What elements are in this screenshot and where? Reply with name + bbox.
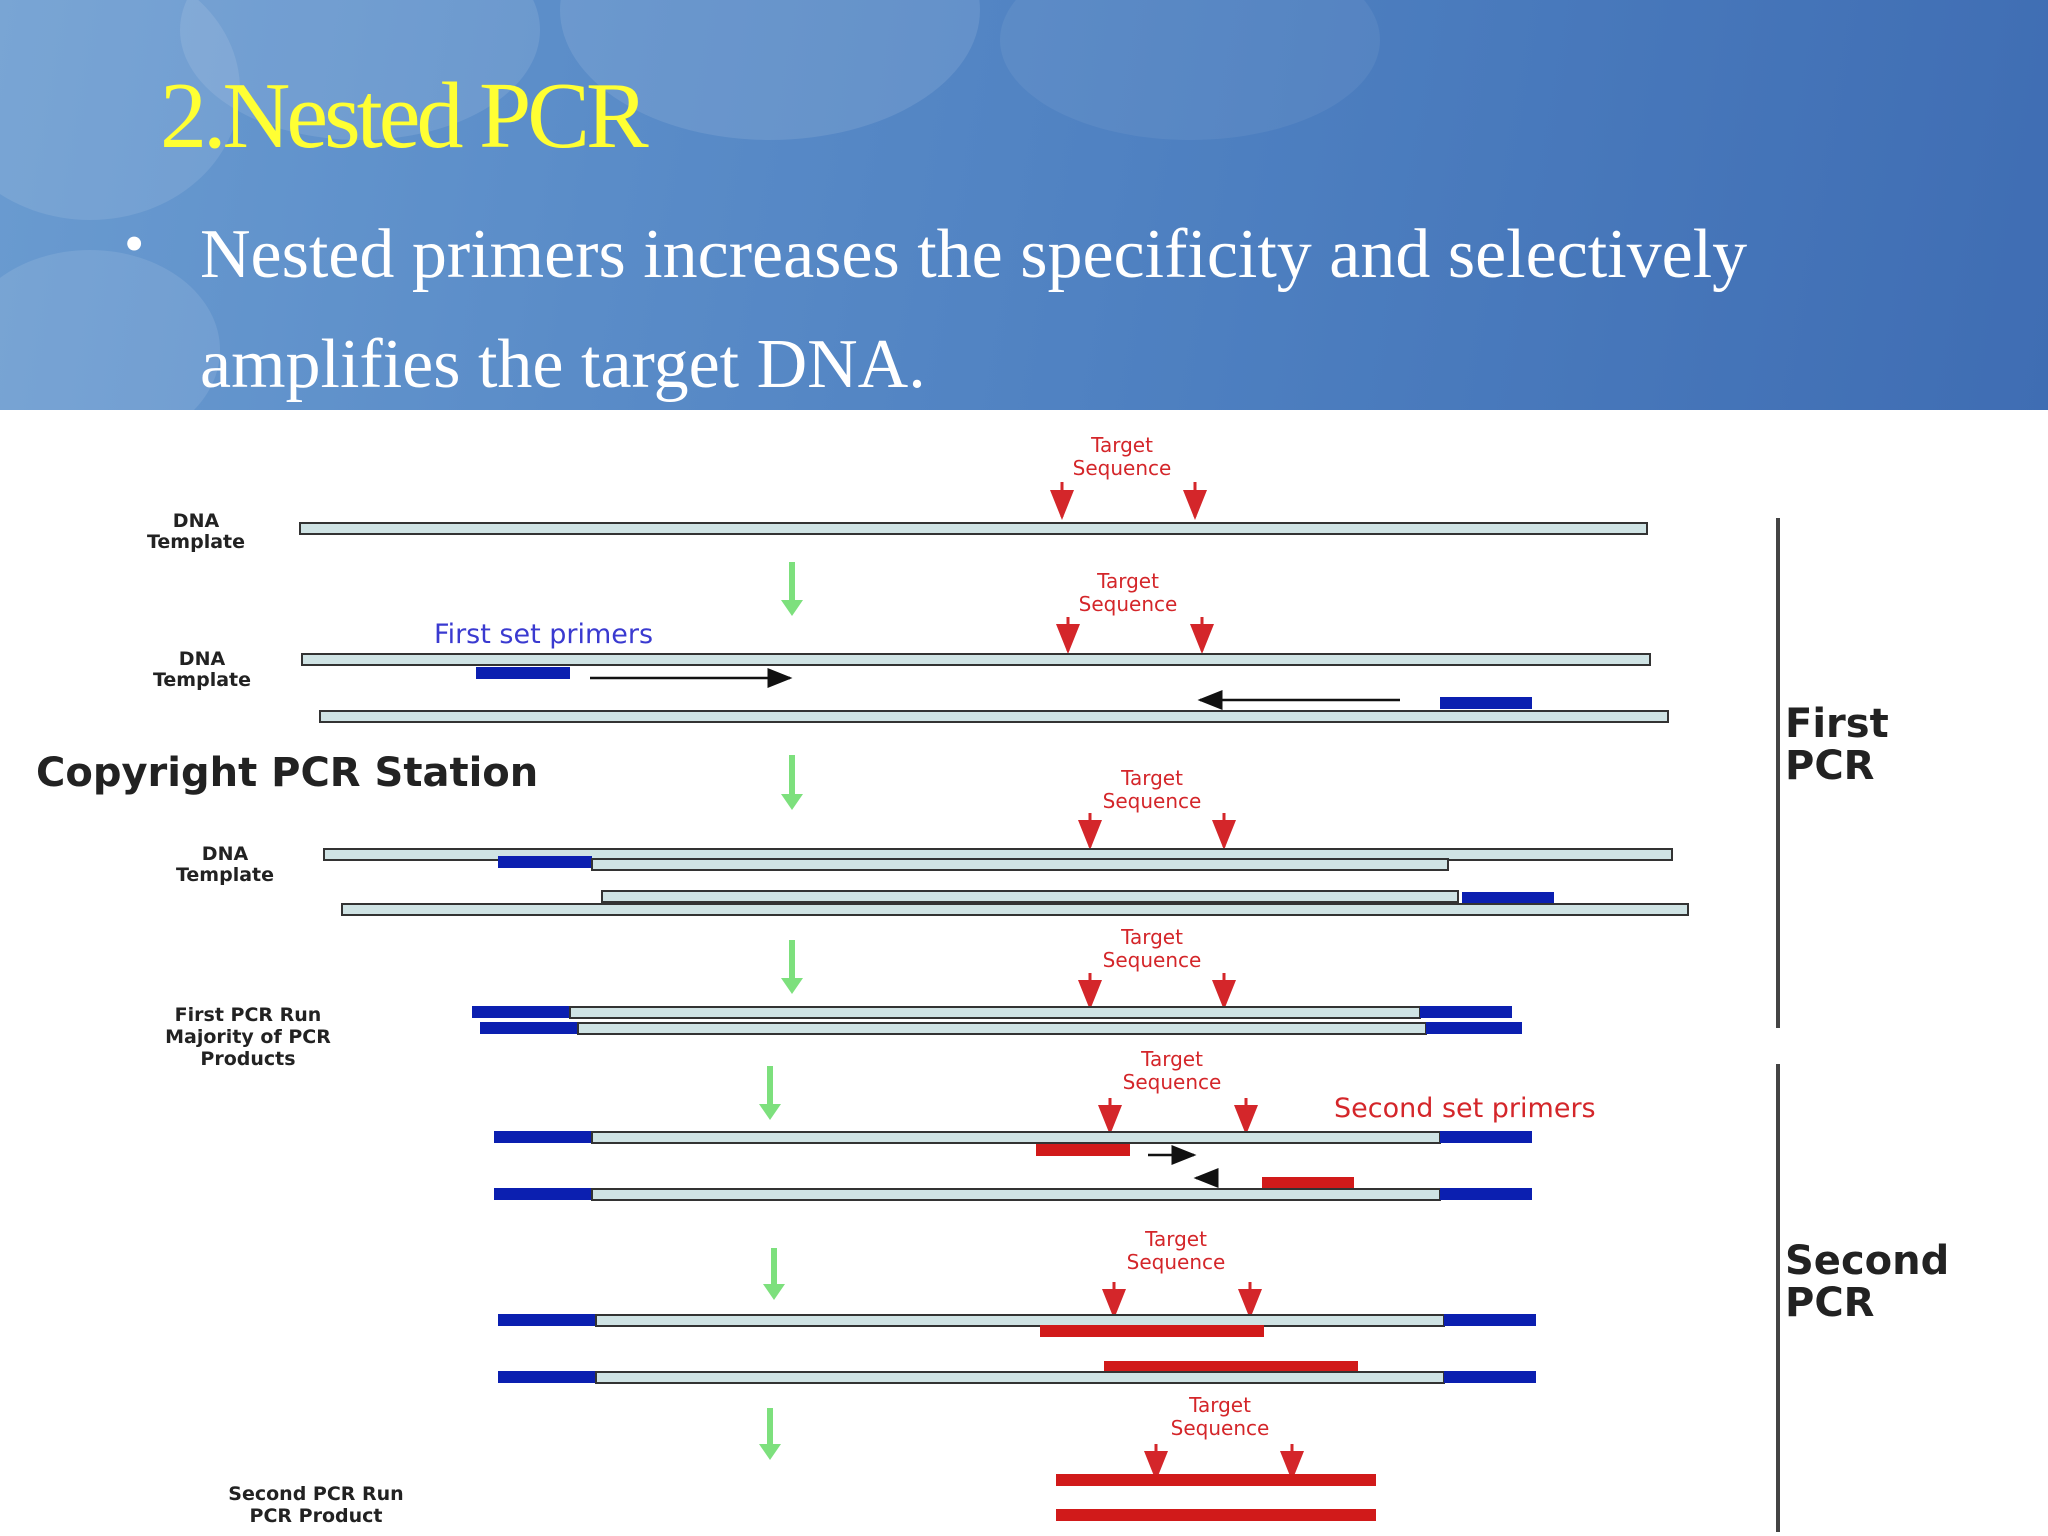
- step-arrow-head: [763, 1284, 785, 1300]
- outer-primer-segment: [1440, 1131, 1532, 1143]
- step-arrow-head: [759, 1444, 781, 1460]
- target-sequence-label: Target: [1096, 569, 1159, 593]
- first-run-label: Majority of PCR: [165, 1026, 331, 1048]
- first-pcr-section-label: First: [1785, 701, 1889, 747]
- first-pcr-section-label: PCR: [1785, 743, 1874, 789]
- target-sequence-label: Target: [1140, 1047, 1203, 1071]
- outer-primer-segment: [1444, 1314, 1536, 1326]
- step-arrow-head: [781, 794, 803, 810]
- outer-primer-segment: [480, 1022, 578, 1034]
- inner-primer-segment: [1040, 1325, 1264, 1337]
- amplicon-strand: [595, 1371, 1445, 1384]
- outer-primer-segment: [494, 1131, 592, 1143]
- target-sequence-label: Sequence: [1171, 1416, 1270, 1440]
- outer-primer-segment: [1426, 1022, 1522, 1034]
- step-arrow-head: [781, 978, 803, 994]
- target-sequence-label: Sequence: [1073, 456, 1172, 480]
- decor-shape: [0, 250, 220, 410]
- inner-primer-segment: [1262, 1177, 1354, 1189]
- outer-primer-segment: [1440, 697, 1532, 709]
- bullet-text: Nested primers increases the specificity…: [200, 216, 1748, 403]
- first-run-label: Products: [200, 1048, 295, 1070]
- second-pcr-section-label: Second: [1785, 1238, 1949, 1284]
- amplicon-strand: [591, 1188, 1441, 1201]
- first-run-label: First PCR Run: [175, 1004, 322, 1026]
- second-run-label: PCR Product: [250, 1505, 383, 1527]
- outer-primer-segment: [1444, 1371, 1536, 1383]
- target-sequence-label: Sequence: [1079, 592, 1178, 616]
- dna-template-label: Template: [153, 669, 251, 691]
- outer-primer-segment: [498, 856, 592, 868]
- decor-shape: [1000, 0, 1380, 140]
- dna-template-label: DNA: [202, 843, 249, 865]
- target-sequence-label: Target: [1090, 433, 1153, 457]
- dna-template-strand: [301, 653, 1651, 666]
- dna-template-label: Template: [176, 864, 274, 886]
- bullet-icon: •: [124, 211, 145, 276]
- extension-strand: [591, 858, 1449, 871]
- inner-primer-segment: [1036, 1144, 1130, 1156]
- amplicon-strand: [595, 1314, 1445, 1327]
- step-arrow-head: [781, 600, 803, 616]
- outer-primer-segment: [1462, 892, 1554, 904]
- target-sequence-label: Sequence: [1103, 789, 1202, 813]
- target-sequence-label: Target: [1120, 766, 1183, 790]
- second-run-label: Second PCR Run: [228, 1483, 403, 1505]
- slide-title: 2.Nested PCR: [160, 64, 649, 168]
- slide-header: 2.Nested PCR • Nested primers increases …: [0, 0, 2048, 410]
- amplicon-strand: [577, 1022, 1427, 1035]
- outer-primer-segment: [494, 1188, 592, 1200]
- inner-primer-segment: [1056, 1509, 1376, 1521]
- dna-template-strand: [299, 522, 1648, 535]
- diagram-content: TargetSequenceDNATemplateTargetSequenceF…: [36, 433, 1949, 1532]
- second-pcr-section-label: PCR: [1785, 1280, 1874, 1326]
- nested-pcr-diagram: TargetSequenceDNATemplateTargetSequenceF…: [36, 433, 1949, 1532]
- second-primers-label: Second set primers: [1334, 1093, 1596, 1124]
- first-primers-label: First set primers: [434, 619, 653, 650]
- outer-primer-segment: [498, 1371, 596, 1383]
- amplicon-strand: [591, 1131, 1441, 1144]
- target-sequence-label: Target: [1144, 1227, 1207, 1251]
- inner-primer-segment: [1104, 1361, 1358, 1373]
- outer-primer-segment: [1420, 1006, 1512, 1018]
- dna-template-strand: [319, 710, 1669, 723]
- outer-primer-segment: [498, 1314, 596, 1326]
- copyright-watermark: Copyright PCR Station: [36, 750, 538, 796]
- target-sequence-label: Sequence: [1103, 948, 1202, 972]
- amplicon-strand: [569, 1006, 1421, 1019]
- target-sequence-label: Target: [1120, 925, 1183, 949]
- dna-template-strand: [341, 903, 1689, 916]
- step-arrow-head: [759, 1104, 781, 1120]
- extension-strand: [601, 890, 1459, 903]
- outer-primer-segment: [472, 1006, 570, 1018]
- target-sequence-label: Sequence: [1127, 1250, 1226, 1274]
- dna-template-label: DNA: [179, 648, 226, 670]
- target-sequence-label: Sequence: [1123, 1070, 1222, 1094]
- dna-template-label: Template: [147, 531, 245, 553]
- target-sequence-label: Target: [1188, 1393, 1251, 1417]
- outer-primer-segment: [476, 667, 570, 679]
- inner-primer-segment: [1056, 1474, 1376, 1486]
- outer-primer-segment: [1440, 1188, 1532, 1200]
- dna-template-label: DNA: [173, 510, 220, 532]
